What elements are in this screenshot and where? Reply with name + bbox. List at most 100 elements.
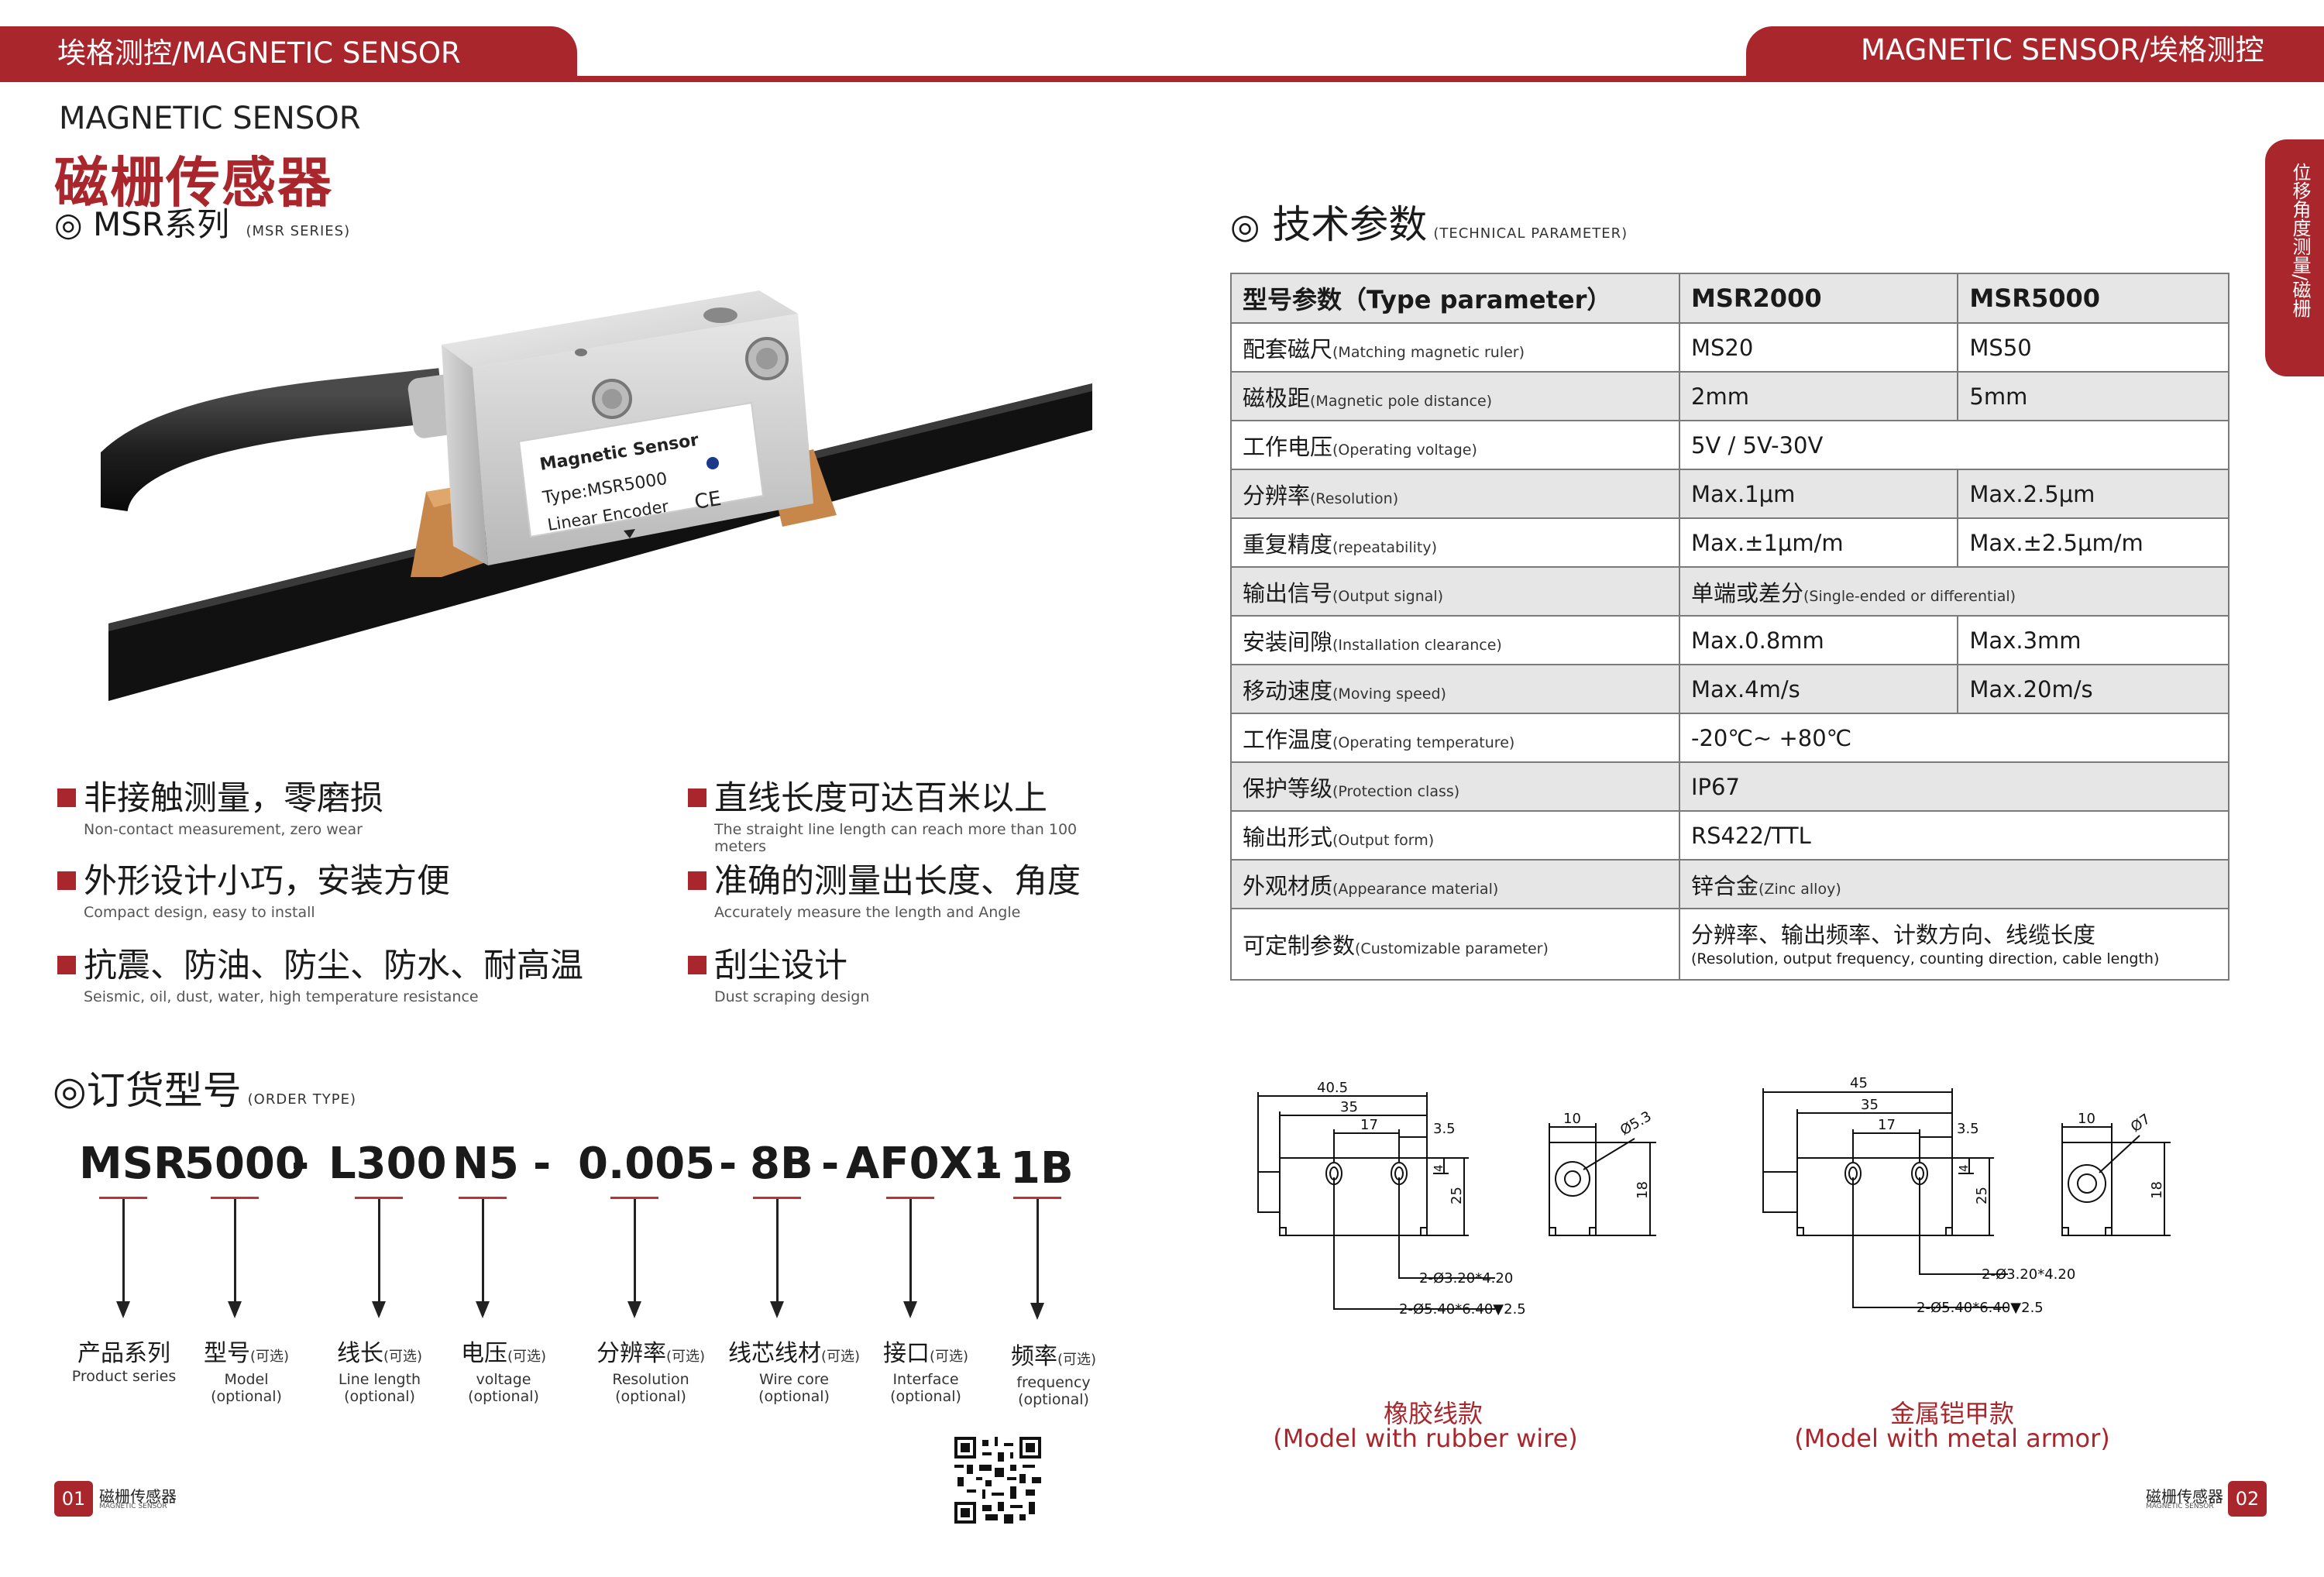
code-label-cn: 产品系列	[77, 1340, 170, 1367]
circle-icon: ◎	[1230, 207, 1260, 246]
code-label-en: (optional)	[615, 1388, 686, 1405]
dim-width-35: 35	[1340, 1099, 1358, 1115]
table-row: 重复精度(repeatability) Max.±1μm/m Max.±2.5μ…	[1230, 517, 2229, 568]
side-tab: 位移角度测量/磁栅	[2265, 139, 2324, 376]
table-row: 型号参数（Type parameter） MSR2000 MSR5000	[1230, 273, 2229, 324]
code-underline	[610, 1197, 658, 1199]
code-underline	[1013, 1197, 1061, 1199]
cell-value: 5V / 5V-30V	[1679, 420, 2229, 470]
row-label: 重复精度	[1243, 531, 1333, 558]
row-label-en: (Moving speed)	[1332, 685, 1446, 703]
cell-value: Max.2.5μm	[1957, 469, 2229, 519]
feature-en: The straight line length can reach more …	[714, 821, 1078, 855]
row-label: 工作电压	[1243, 433, 1333, 460]
dim-total-width: 45	[1850, 1075, 1868, 1091]
product-photo: Magnetic Sensor Type:MSR5000 Linear Enco…	[101, 290, 1092, 701]
code-segment: -	[821, 1139, 840, 1189]
code-label-en: (optional)	[1018, 1391, 1089, 1408]
row-label-en: (Magnetic pole distance)	[1310, 392, 1493, 410]
row-label-en: (Installation clearance)	[1332, 636, 1502, 654]
code-segment: MSR	[79, 1139, 187, 1189]
code-underline	[99, 1197, 147, 1199]
order-title-cn: 订货型号	[86, 1068, 242, 1113]
code-label: 线长(可选) Line length (optional)	[318, 1340, 442, 1405]
row-label: 输出信号	[1243, 579, 1333, 606]
square-bullet-icon	[57, 871, 76, 890]
row-label: 磁极距	[1243, 384, 1311, 411]
row-label-en: (Output form)	[1332, 831, 1435, 849]
code-segment: -	[719, 1139, 737, 1189]
cell-value: MS50	[1957, 322, 2229, 373]
arrow-down-icon	[116, 1199, 130, 1318]
code-label-cn: 线长	[336, 1340, 383, 1367]
footer-brand-en-right: MAGNETIC SENSOR	[2146, 1503, 2214, 1510]
square-bullet-icon	[688, 871, 706, 890]
row-label-en: (Matching magnetic ruler)	[1332, 343, 1525, 361]
code-segment: 8B	[750, 1139, 813, 1189]
code-label-en: Line length	[338, 1371, 421, 1388]
row-label-en: (Operating temperature)	[1332, 734, 1515, 751]
dim-side-width: 10	[1563, 1111, 1581, 1127]
dim-side-height: 18	[1635, 1181, 1651, 1199]
series-title: ◎ MSR系列 (MSR SERIES)	[54, 198, 350, 246]
header-rule-left	[0, 76, 1162, 82]
code-label: 电压(可选) voltage (optional)	[442, 1340, 566, 1405]
dim-height-4: 4	[1432, 1164, 1446, 1172]
dim-height-25: 25	[1974, 1187, 1990, 1204]
square-bullet-icon	[57, 956, 76, 974]
cell-value: Max.±2.5μm/m	[1957, 517, 2229, 568]
code-label-opt: (可选)	[1057, 1352, 1097, 1368]
row-label-en: (Protection class)	[1332, 782, 1460, 800]
cell-value: Max.3mm	[1957, 615, 2229, 665]
code-segment: N5	[452, 1139, 519, 1189]
cell-value: Max.±1μm/m	[1678, 517, 1959, 568]
cell-value: RS422/TTL	[1679, 810, 2229, 861]
code-label-en: Interface	[892, 1371, 959, 1388]
code-label-en: (optional)	[890, 1388, 961, 1405]
table-row: 分辨率(Resolution) Max.1μm Max.2.5μm	[1230, 469, 2229, 519]
code-label: 产品系列 Product series	[62, 1340, 186, 1385]
code-label-en: Product series	[71, 1368, 177, 1385]
table-row: 外观材质(Appearance material) 锌合金(Zinc alloy…	[1230, 859, 2229, 909]
footer-brand-cn: 磁栅传感器	[99, 1487, 177, 1506]
code-label-opt: (可选)	[249, 1349, 290, 1365]
title-en: MAGNETIC SENSOR	[59, 101, 361, 136]
arrow-down-icon	[627, 1199, 641, 1318]
dim-side-width: 10	[2078, 1111, 2095, 1127]
dim-hole-2: 2-Ø5.40*6.40▼2.5	[1399, 1301, 1526, 1318]
cell-value-en: (Single-ended or differential)	[1803, 587, 2016, 605]
caption-rubber-cn: 橡胶线款	[1383, 1399, 1483, 1428]
table-row: 可定制参数(Customizable parameter) 分辨率、输出频率、计…	[1230, 908, 2229, 981]
dim-width-17: 17	[1878, 1117, 1896, 1133]
dim-width-3-5: 3.5	[1957, 1121, 1979, 1137]
page-number-right: 02	[2228, 1481, 2267, 1517]
square-bullet-icon	[688, 956, 706, 974]
code-label-cn: 接口	[882, 1340, 930, 1367]
cell-value: IP67	[1679, 761, 2229, 812]
row-label: 工作温度	[1243, 726, 1333, 753]
row-label: 输出形式	[1243, 823, 1333, 850]
feature-en: Compact design, easy to install	[84, 904, 315, 921]
cell-value-en: (Resolution, output frequency, counting …	[1691, 950, 2160, 967]
cell-value: 5mm	[1957, 371, 2229, 421]
cell-value: Max.20m/s	[1957, 664, 2229, 714]
caption-rubber-en: (Model with rubber wire)	[1273, 1424, 1578, 1453]
code-label-cn: 分辨率	[596, 1340, 666, 1367]
dim-height-25: 25	[1449, 1187, 1465, 1204]
row-label-en: (Customizable parameter)	[1355, 940, 1549, 957]
arrow-down-icon	[372, 1199, 386, 1318]
code-label: 型号(可选) Model (optional)	[177, 1340, 316, 1405]
row-label-en: (repeatability)	[1332, 538, 1438, 556]
table-head-param: 型号参数（Type parameter）	[1230, 273, 1680, 324]
caption-metal-cn: 金属铠甲款	[1889, 1399, 2014, 1428]
table-row: 移动速度(Moving speed) Max.4m/s Max.20m/s	[1230, 664, 2229, 714]
code-segment: AF0X1	[846, 1139, 1003, 1189]
cell-value: Max.1μm	[1678, 469, 1959, 519]
code-label: 线芯线材(可选) Wire core (optional)	[720, 1340, 868, 1405]
footer-brand-en: MAGNETIC SENSOR	[99, 1503, 167, 1510]
code-label: 频率(可选) frequency (optional)	[984, 1343, 1123, 1408]
table-row: 磁极距(Magnetic pole distance) 2mm 5mm	[1230, 371, 2229, 421]
dim-height-4: 4	[1957, 1164, 1971, 1172]
dim-diameter: Ø5.3	[1618, 1108, 1655, 1139]
dim-hole-1: 2-Ø3.20*4.20	[1419, 1270, 1513, 1287]
